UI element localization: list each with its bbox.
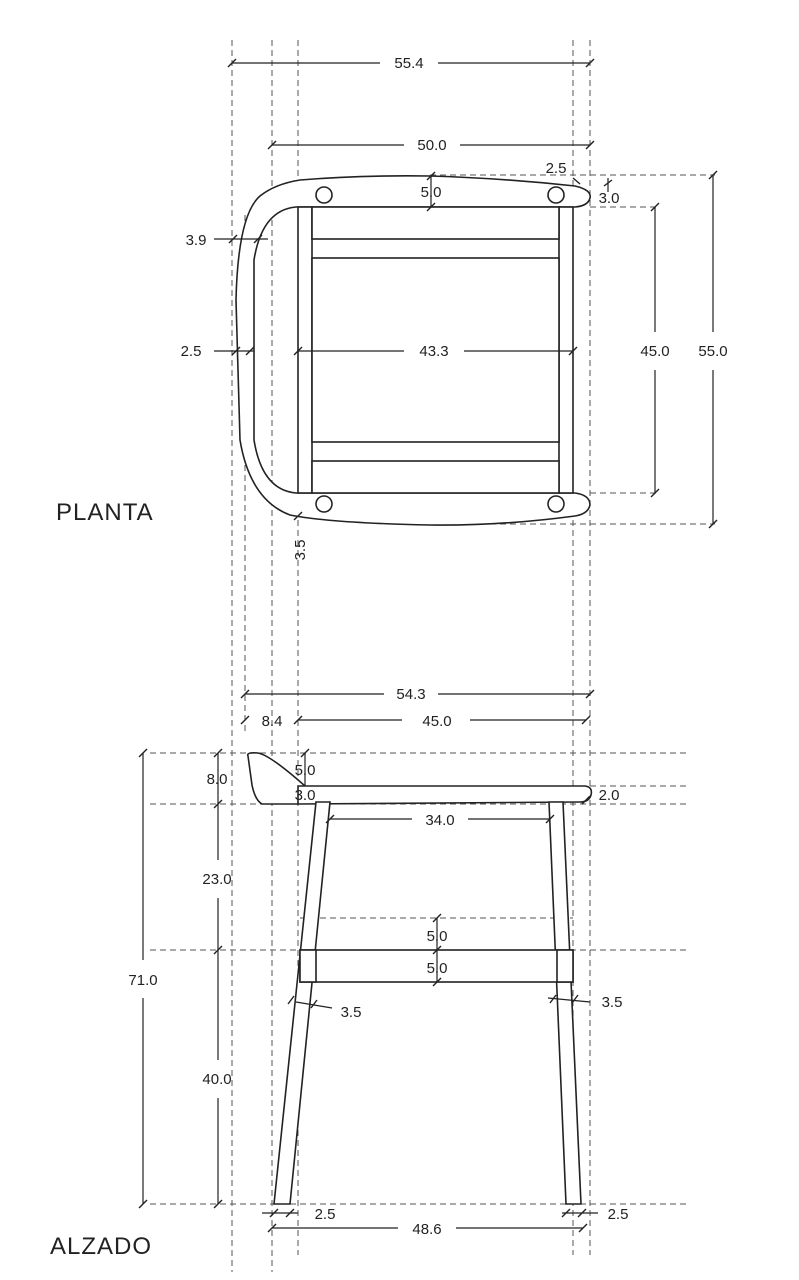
dim-plan-leg-offset: 3.5 (292, 540, 309, 561)
dim-elev-leg-left: 3.5 (341, 1004, 362, 1021)
dim-elev-seat-front: 2.0 (599, 787, 620, 804)
dim-elev-back-height: 8.0 (207, 771, 228, 788)
plan-view-title: PLANTA (56, 499, 154, 526)
plan-right-rail (558, 206, 574, 494)
dim-elev-base-width: 48.6 (412, 1221, 441, 1238)
elevation-seat (297, 785, 593, 805)
plan-left-rail (297, 206, 313, 494)
dim-plan-inner-depth: 45.0 (640, 343, 669, 360)
plan-front-slat (311, 206, 560, 240)
dim-elev-seat-top: 5.0 (295, 762, 316, 779)
dim-elev-seat-depth: 45.0 (422, 713, 451, 730)
elevation-backrest (246, 752, 306, 805)
dim-elev-stretcher-top: 5.0 (427, 928, 448, 945)
elevation-rear-leg (548, 801, 582, 1205)
dim-elev-back-overhang: 8.4 (262, 713, 283, 730)
plan-seat-panel (311, 257, 560, 443)
dim-elev-foot-left: 2.5 (315, 1206, 336, 1223)
plan-leg-hole (547, 186, 565, 204)
dim-plan-back-inner: 2.5 (181, 343, 202, 360)
plan-back-rail (235, 175, 591, 526)
dim-elev-total-height: 71.0 (128, 972, 157, 989)
dim-plan-rail-end: 3.0 (599, 190, 620, 207)
elevation-stretcher-end (299, 949, 317, 983)
dim-elev-stretcher-bottom: 5.0 (427, 960, 448, 977)
dim-elev-seat-bottom: 3.0 (295, 787, 316, 804)
elevation-stretcher-end (556, 949, 574, 983)
elevation-view (246, 752, 593, 1205)
elevation-dimensions: 54.3 8.4 45.0 8.0 5.0 3.0 2.0 34.0 23.0 (128, 686, 628, 1238)
dim-elev-lower-leg: 40.0 (202, 1071, 231, 1088)
plan-leg-hole (315, 495, 333, 513)
plan-view (235, 175, 591, 526)
plan-dimensions: 55.4 50.0 2.5 3.0 5.0 3.9 2.5 43.3 (181, 55, 728, 560)
dim-elev-foot-right: 2.5 (608, 1206, 629, 1223)
dim-elev-upper-leg: 23.0 (202, 871, 231, 888)
elevation-view-title: ALZADO (50, 1233, 152, 1260)
dim-elev-overall-width: 54.3 (396, 686, 425, 703)
plan-leg-hole (315, 186, 333, 204)
dim-plan-back-thickness: 5.0 (421, 184, 442, 201)
dim-plan-back-outer: 3.9 (186, 232, 207, 249)
dim-plan-overall-width: 55.4 (394, 55, 423, 72)
dim-plan-seat-width: 50.0 (417, 137, 446, 154)
dim-elev-leg-span-top: 34.0 (425, 812, 454, 829)
dim-plan-inner-width: 43.3 (419, 343, 448, 360)
dim-plan-overall-depth: 55.0 (698, 343, 727, 360)
plan-rear-slat (311, 460, 560, 494)
dim-plan-rail-offset: 2.5 (546, 160, 567, 177)
dim-elev-leg-right: 3.5 (602, 994, 623, 1011)
plan-leg-hole (547, 495, 565, 513)
